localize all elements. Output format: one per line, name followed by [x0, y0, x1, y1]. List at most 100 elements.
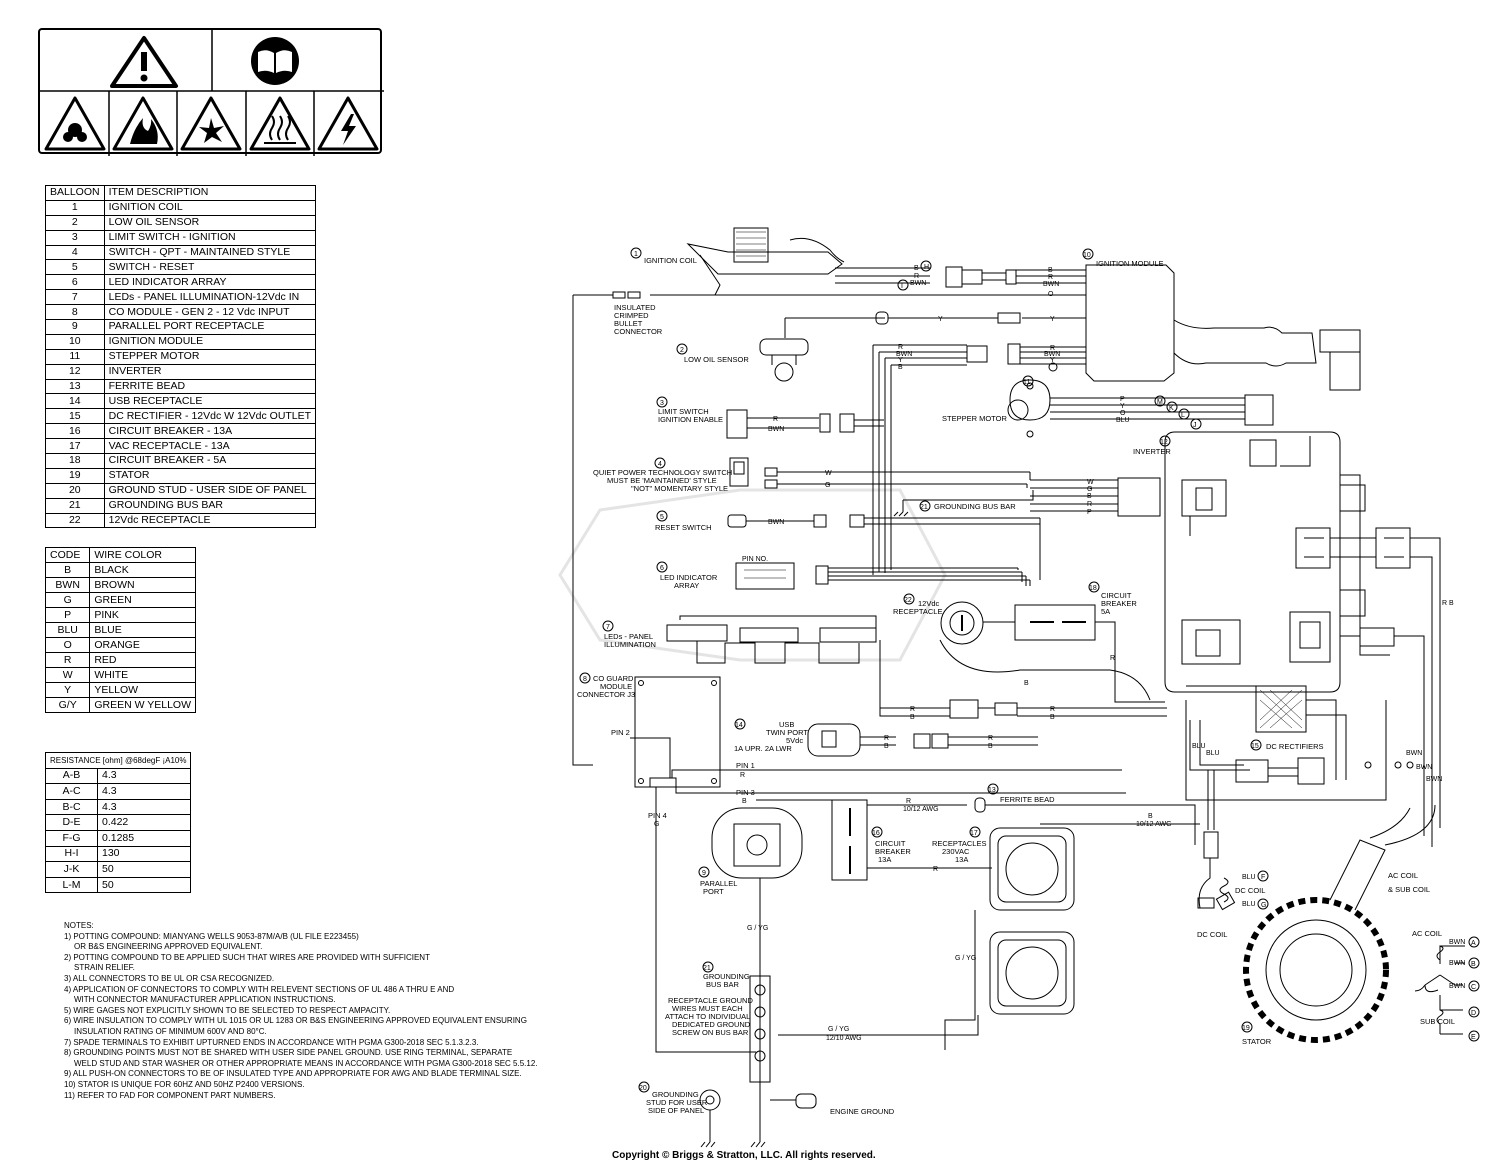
diagram-label: B	[914, 265, 919, 272]
table-cell: BROWN	[89, 577, 196, 593]
table-cell: P	[44, 607, 91, 623]
diagram-label: R	[914, 273, 919, 280]
table-cell: A-C	[45, 783, 98, 800]
diagram-label: BREAKER	[1101, 599, 1137, 608]
diagram-label: BWN	[768, 426, 784, 433]
diagram-label: 10/12 AWG	[1136, 821, 1172, 828]
diagram-label: BWN	[1449, 939, 1465, 946]
table-cell: GREEN W YELLOW	[89, 697, 196, 713]
diagram-label: QUIET POWER TECHNOLOGY SWITCH	[593, 468, 732, 477]
diagram-label: LED INDICATOR	[660, 573, 718, 582]
diagram-label: 230VAC	[942, 847, 970, 856]
ferrite-bead	[974, 797, 986, 813]
diagram-label: B	[898, 364, 903, 371]
diagram-label: O	[1120, 410, 1126, 417]
table-cell: PARALLEL PORT RECEPTACLE	[103, 319, 317, 335]
column-header: CODE	[44, 547, 91, 563]
diagram-label: G	[1087, 486, 1092, 493]
terminal-d	[1468, 1006, 1480, 1018]
diagram-label: B	[1148, 813, 1153, 820]
table-cell: CIRCUIT BREAKER - 5A	[103, 453, 317, 469]
diagram-label: 19	[1242, 1025, 1250, 1032]
terminal-i	[897, 279, 909, 291]
table-cell: 4	[45, 244, 105, 261]
diagram-label: STATOR	[1242, 1037, 1272, 1046]
table-cell: 4.3	[96, 783, 192, 800]
table-cell: RED	[89, 652, 196, 668]
diagram-label: BWN	[1449, 960, 1465, 967]
diagram-label: D	[1471, 1010, 1476, 1017]
table-cell: CIRCUIT BREAKER - 13A	[103, 423, 317, 440]
table-cell: GROUND STUD - USER SIDE OF PANEL	[103, 482, 317, 499]
diagram-label: MODULE	[600, 682, 632, 691]
table-cell: 4.3	[96, 767, 192, 785]
toxic-gas-icon	[44, 96, 106, 151]
balloon-14	[734, 718, 746, 730]
balloon-10	[1082, 248, 1094, 260]
diagram-label: BLU	[1116, 417, 1130, 424]
diagram-label: K	[1169, 405, 1174, 412]
table-cell: 19	[45, 467, 105, 484]
table-cell: 20	[45, 482, 105, 499]
diagram-label: PIN 4	[648, 811, 667, 820]
table-cell: LOW OIL SENSOR	[103, 214, 317, 231]
table-cell: FERRITE BEAD	[103, 378, 317, 395]
diagram-label: R	[1050, 706, 1055, 713]
terminal-a	[1468, 936, 1480, 948]
note-line: 10) STATOR IS UNIQUE FOR 60HZ AND 50HZ P…	[64, 1079, 305, 1089]
diagram-label: BLU	[1206, 750, 1220, 757]
diagram-label: ILLUMINATION	[604, 640, 656, 649]
diagram-label: B	[1048, 267, 1053, 274]
balloon-21	[702, 961, 714, 973]
table-cell: 0.422	[96, 814, 192, 831]
diagram-label: 9	[702, 870, 706, 877]
table-cell: 8	[45, 304, 105, 321]
note-line: 3) ALL CONNECTORS TO BE UL OR CSA RECOGN…	[64, 973, 275, 983]
qpt-switch	[729, 457, 749, 487]
diagram-label: MUST BE 'MAINTAINED' STYLE	[607, 476, 717, 485]
table-cell: G	[44, 592, 91, 608]
diagram-label: R	[1110, 655, 1115, 662]
diagram-label: BWN	[1406, 750, 1422, 757]
balloon-18	[1088, 581, 1100, 593]
note-line: 7) SPADE TERMINALS TO EXHIBIT UPTURNED E…	[64, 1037, 479, 1047]
diagram-label: & SUB COIL	[1388, 885, 1430, 894]
table-cell: F-G	[45, 829, 98, 847]
diagram-label: L	[1181, 412, 1185, 419]
diagram-label: CONNECTOR J3	[577, 690, 635, 699]
parallel-port	[711, 807, 803, 879]
table-cell: 1	[45, 199, 105, 216]
table-cell: O	[44, 637, 91, 653]
terminal-e	[1468, 1030, 1480, 1042]
diagram-label: RECEPTACLES	[932, 839, 986, 848]
table-cell: GREEN	[89, 592, 196, 608]
balloon-11	[1022, 375, 1034, 387]
diagram-label: PORT	[703, 887, 724, 896]
table-cell: 10	[45, 333, 105, 350]
diagram-label: 6	[660, 565, 664, 572]
note-line: INSULATION RATING OF MINIMUM 600V AND 80…	[74, 1026, 267, 1036]
diagram-label: W	[1087, 479, 1094, 486]
table-cell: 4.3	[96, 798, 192, 816]
table-cell: 13	[45, 378, 105, 395]
diagram-label: P	[1120, 396, 1125, 403]
diagram-label: H	[924, 264, 929, 271]
diagram-label: R	[773, 416, 778, 423]
diagram-label: USB	[779, 720, 794, 729]
note-line: 2) POTTING COMPOUND TO BE APPLIED SUCH T…	[64, 952, 430, 962]
connector	[961, 269, 983, 285]
table-cell: IGNITION MODULE	[103, 333, 317, 350]
diagram-label: R	[1050, 345, 1055, 352]
note-line: WITH CONNECTOR MANUFACTURER APPLICATION …	[74, 995, 336, 1005]
